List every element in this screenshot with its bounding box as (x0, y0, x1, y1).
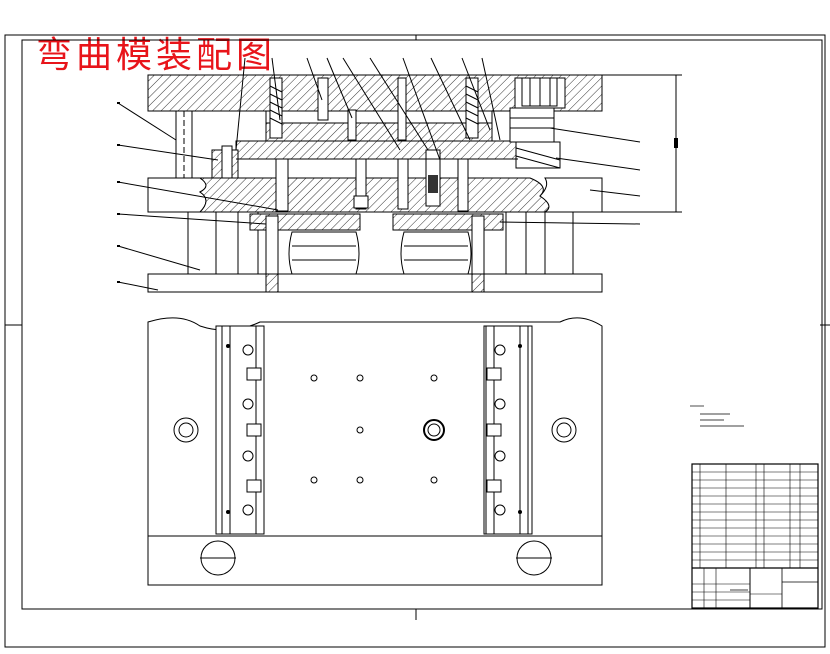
title-block (691, 463, 819, 609)
drawing-border (4, 34, 830, 648)
drawing-title: 弯曲模装配图 (36, 35, 277, 76)
technical-notes (690, 405, 744, 427)
front-section-view (117, 57, 682, 293)
plan-view (147, 317, 603, 586)
